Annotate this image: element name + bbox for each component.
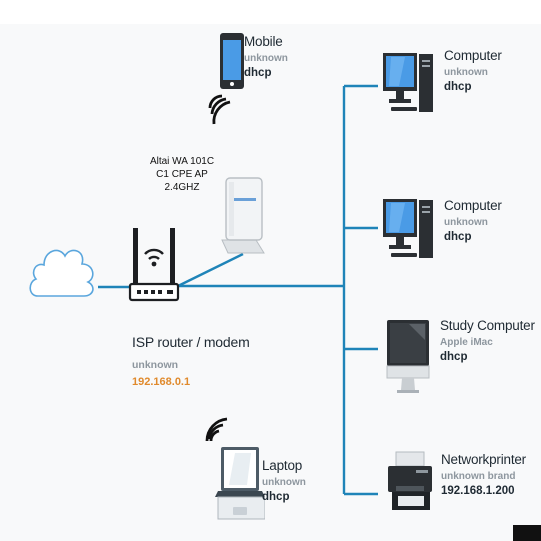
- imac-icon[interactable]: [385, 318, 431, 396]
- mobile-subtitle: unknown: [244, 52, 288, 64]
- laptop-address: dhcp: [262, 490, 290, 503]
- study-computer-subtitle: Apple iMac: [440, 336, 493, 348]
- mobile-title: Mobile: [244, 34, 283, 49]
- computer-1-address: dhcp: [444, 80, 472, 93]
- laptop-label: Laptop unknown dhcp: [262, 458, 306, 504]
- cloud-icon: [29, 249, 94, 297]
- computer-2-subtitle: unknown: [444, 216, 488, 228]
- access-point-icon[interactable]: [218, 176, 270, 258]
- printer-icon[interactable]: [386, 450, 436, 514]
- laptop-subtitle: unknown: [262, 476, 306, 488]
- computer-2-title: Computer: [444, 198, 502, 213]
- wifi-signal-icon: [208, 94, 231, 125]
- laptop-title: Laptop: [262, 458, 303, 473]
- study-computer-address: dhcp: [440, 350, 468, 363]
- desktop-computer-icon[interactable]: [381, 196, 437, 262]
- desktop-computer-icon[interactable]: [381, 50, 437, 116]
- laptop-icon[interactable]: [205, 415, 265, 525]
- computer-2-label: Computer unknown dhcp: [444, 198, 502, 244]
- wifi-signal-icon: [205, 417, 228, 442]
- router-icon[interactable]: [128, 224, 184, 308]
- study-computer-label: Study Computer Apple iMac dhcp: [440, 318, 535, 364]
- router-subtitle: unknown: [132, 358, 179, 371]
- printer-title: Networkprinter: [441, 452, 526, 467]
- study-computer-title: Study Computer: [440, 318, 535, 333]
- link-router-ap: [177, 252, 244, 288]
- mobile-address: dhcp: [244, 66, 272, 79]
- wifi-signal-icon: [144, 248, 164, 260]
- computer-2-address: dhcp: [444, 230, 472, 243]
- computer-1-subtitle: unknown: [444, 66, 488, 78]
- printer-label: Networkprinter unknown brand 192.168.1.2…: [441, 452, 526, 498]
- printer-subtitle: unknown brand: [441, 470, 516, 482]
- mobile-icon[interactable]: [206, 30, 246, 130]
- corner-mark: [513, 525, 541, 541]
- router-ip: 192.168.0.1: [132, 375, 191, 388]
- computer-1-title: Computer: [444, 48, 502, 63]
- router-title: ISP router / modem: [132, 334, 250, 350]
- mobile-label: Mobile unknown dhcp: [244, 34, 288, 80]
- printer-address: 192.168.1.200: [441, 484, 515, 497]
- access-point-label: Altai WA 101C C1 CPE AP 2.4GHZ: [149, 156, 215, 193]
- computer-1-label: Computer unknown dhcp: [444, 48, 502, 94]
- router-label: ISP router / modem unknown 192.168.0.1: [132, 334, 250, 389]
